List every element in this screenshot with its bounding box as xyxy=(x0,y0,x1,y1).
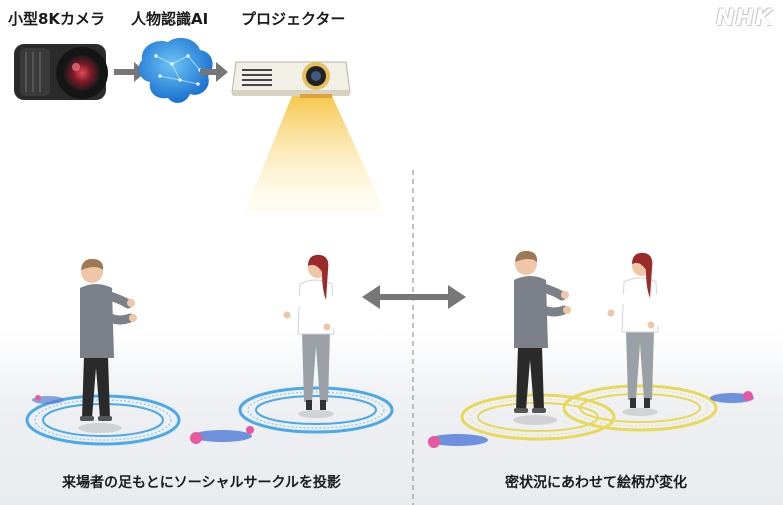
ai-label: 人物認識AI xyxy=(131,10,209,28)
projector-icon xyxy=(231,61,351,98)
ai-brain-icon xyxy=(138,37,213,103)
floor-character-icon xyxy=(32,395,254,444)
projector-beam xyxy=(244,96,386,214)
nhk-logo: NHK xyxy=(716,6,773,31)
right-caption: 密状況にあわせて絵柄が変化 xyxy=(505,475,687,491)
woman-figure-right xyxy=(607,252,663,416)
left-caption: 来場者の足もとにソーシャルサークルを投影 xyxy=(62,475,342,491)
camera-icon xyxy=(14,44,108,100)
projector-label: プロジェクター xyxy=(241,10,346,28)
woman-figure-left xyxy=(283,254,339,418)
yellow-social-circle-2 xyxy=(562,384,718,432)
blue-social-circle-2 xyxy=(238,386,394,434)
arrow-ai-to-projector-icon xyxy=(200,62,228,82)
man-figure-left xyxy=(78,258,137,433)
floor-character-icon-right xyxy=(428,391,754,448)
double-arrow-icon xyxy=(362,285,466,309)
man-figure-right xyxy=(513,250,571,425)
camera-label: 小型8Kカメラ xyxy=(8,10,106,28)
